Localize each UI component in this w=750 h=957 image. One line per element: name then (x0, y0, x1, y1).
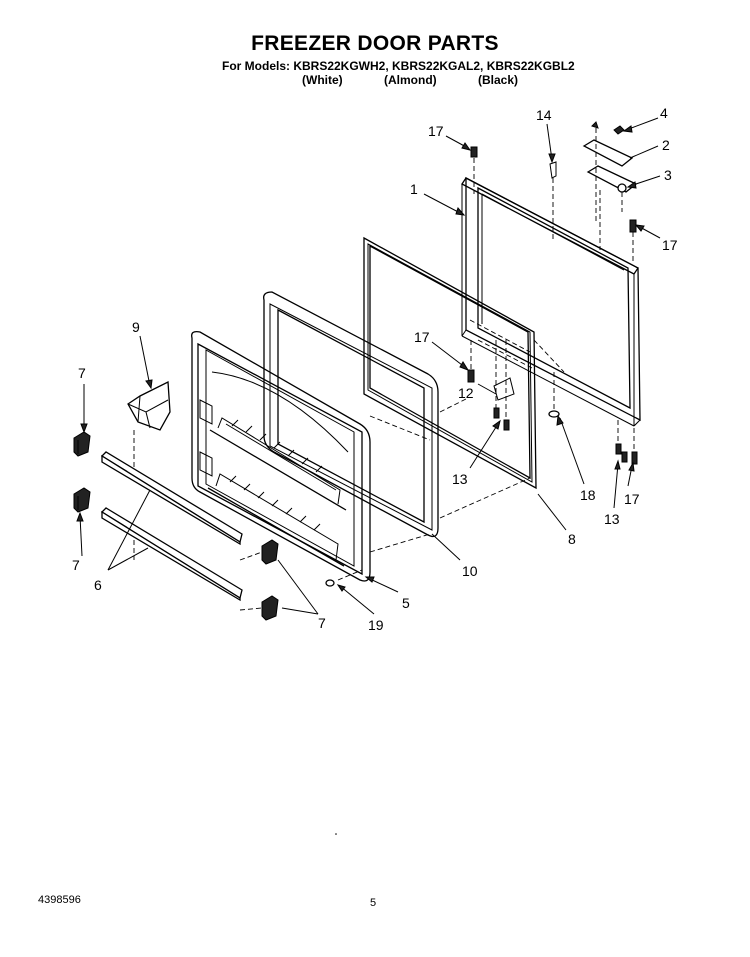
variant-white: (White) (302, 73, 343, 87)
doc-number: 4398596 (38, 894, 81, 906)
part-end-caps (73, 431, 279, 621)
callout-label: 17 (414, 329, 430, 345)
part-trim-strips (100, 451, 243, 602)
callout-label: 17 (624, 491, 640, 507)
part-inner-door-panel (191, 330, 371, 582)
callout-label: 2 (662, 137, 670, 153)
screws (325, 146, 638, 587)
callout-label: 12 (458, 385, 474, 401)
callout-label: 3 (664, 167, 672, 183)
variant-almond: (Almond) (384, 73, 437, 87)
callout-label: 13 (452, 471, 468, 487)
callout-label: 17 (428, 123, 444, 139)
leader-lines (76, 117, 661, 615)
callout-label: 8 (568, 531, 576, 547)
part-door-liner (263, 291, 439, 538)
part-outer-door-frame (461, 176, 641, 427)
callout-label: 19 (368, 617, 384, 633)
callout-label: 14 (536, 107, 552, 123)
callout-label: 17 (662, 237, 678, 253)
callout-label: 7 (318, 615, 326, 631)
callout-label: 13 (604, 511, 620, 527)
callout-label: 1 (410, 181, 418, 197)
callout-label: 5 (402, 595, 410, 611)
page-number: 5 (370, 897, 377, 909)
callout-label: 7 (78, 365, 86, 381)
page-title: FREEZER DOOR PARTS (251, 32, 499, 55)
callout-label: 9 (132, 319, 140, 335)
assembly-lines (133, 128, 635, 611)
speck-mark (335, 833, 337, 835)
part-bracket (127, 380, 171, 431)
callout-label: 7 (72, 557, 80, 573)
part-hinge-assembly (582, 121, 638, 193)
models-line: For Models: KBRS22KGWH2, KBRS22KGAL2, KB… (222, 59, 575, 73)
variant-black: (Black) (478, 73, 519, 87)
callout-label: 4 (660, 105, 668, 121)
callout-label: 18 (580, 487, 596, 503)
callout-label: 10 (462, 563, 478, 579)
callout-label: 6 (94, 577, 102, 593)
callout-labels: 17 14 4 2 3 1 17 9 17 7 12 13 18 17 13 7… (72, 105, 678, 633)
